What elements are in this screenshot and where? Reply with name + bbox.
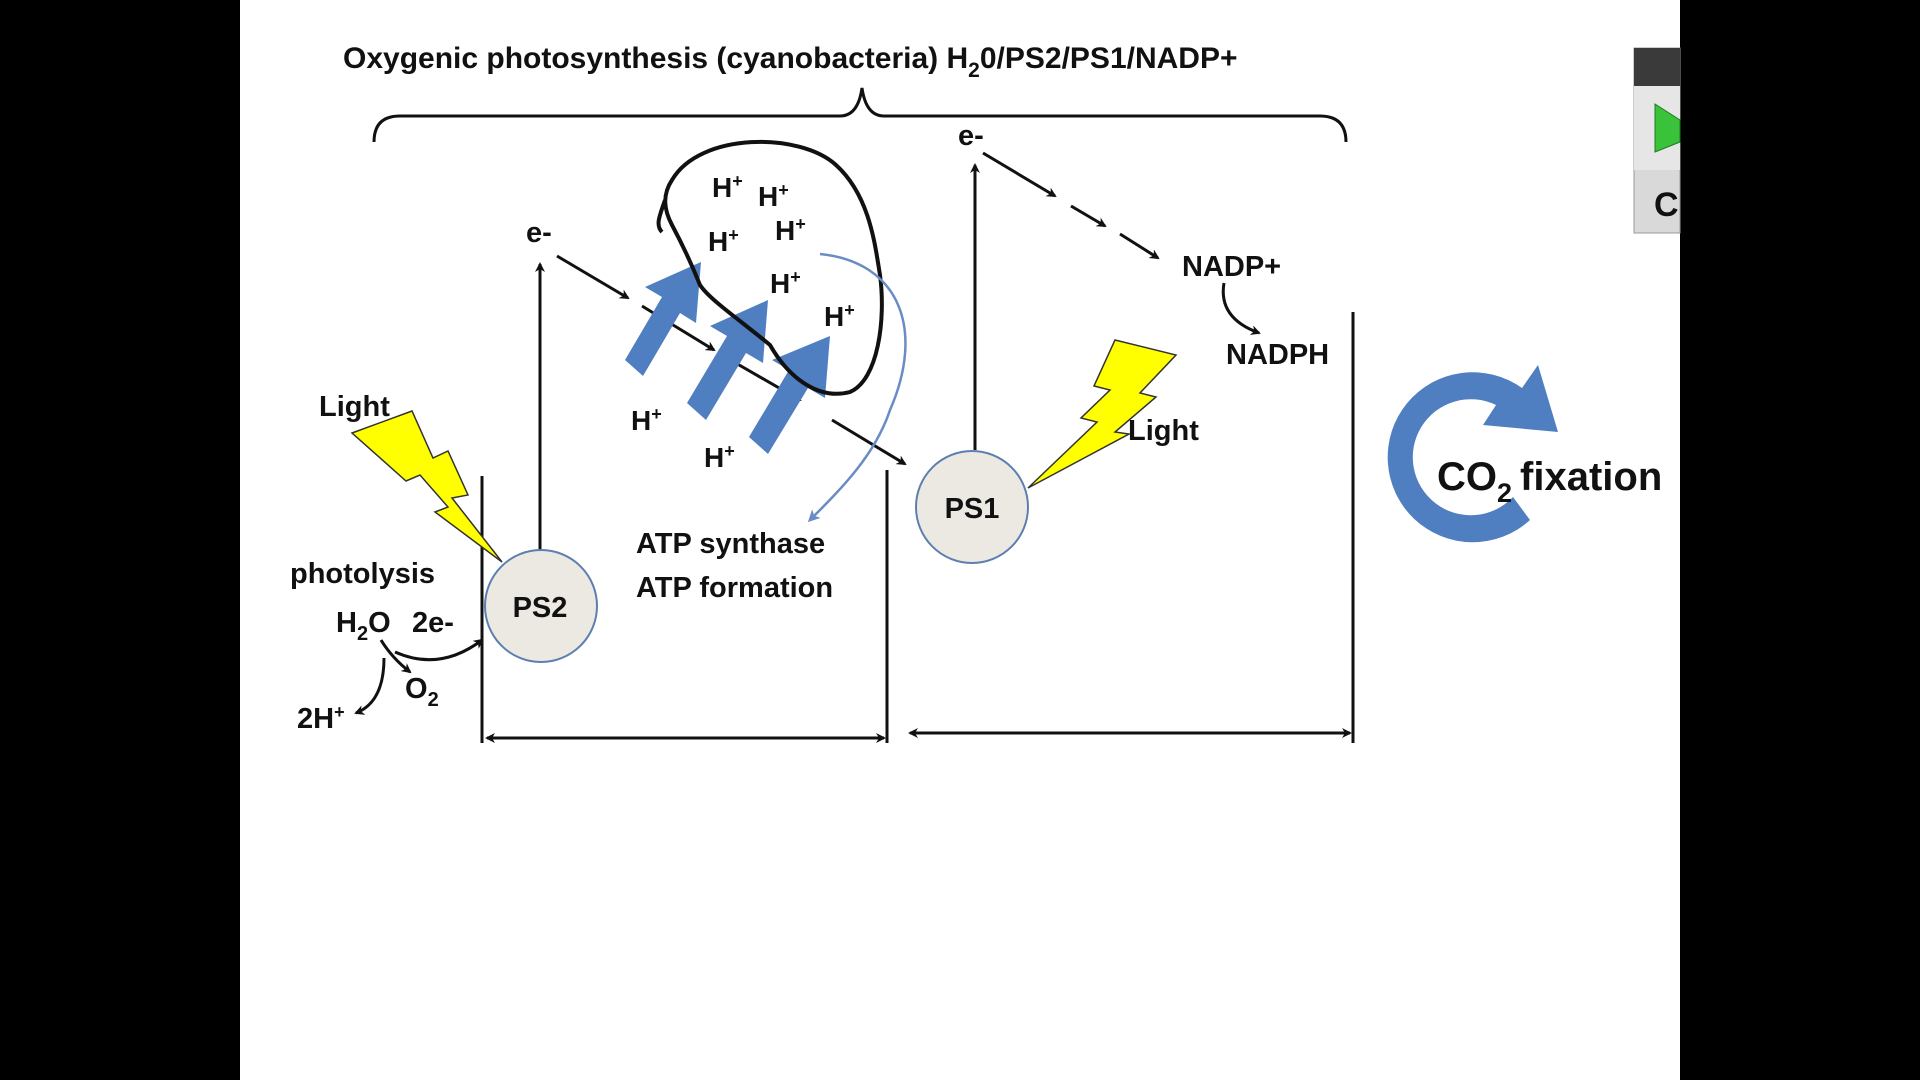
nadph-label: NADPH — [1226, 339, 1329, 371]
curly-brace — [372, 87, 1348, 143]
proton-labels: H+ H+ H+ H+ H+ H+ H+ H+ — [631, 171, 855, 473]
proton-label: H+ — [712, 171, 743, 203]
proton-label: H+ — [775, 214, 806, 246]
water-label: H2O — [336, 607, 391, 645]
nadp-plus-label: NADP+ — [1182, 251, 1281, 283]
atp-synthase-flow — [807, 252, 907, 523]
photolysis-label: photolysis — [290, 558, 435, 590]
ps1-circle — [915, 450, 1029, 564]
light-label-right: Light — [1128, 415, 1199, 447]
ps2-label: PS2 — [513, 592, 568, 624]
electron-label-ps1: e- — [958, 120, 984, 152]
light-label-left: Light — [319, 391, 390, 423]
two-electrons-label: 2e- — [412, 607, 454, 639]
atp-synthase-label: ATP synthase — [636, 528, 825, 560]
lightning-bolt-left — [350, 410, 503, 563]
photolysis-arrow-2h — [354, 657, 386, 715]
photolysis-arrow-electrons — [394, 638, 484, 662]
proton-label: H+ — [704, 441, 735, 473]
co2-cycle-arrow — [1387, 365, 1558, 543]
ps1-to-nadp-arrows — [982, 151, 1160, 260]
proton-label: H+ — [770, 267, 801, 299]
widget-partial-glyph: C — [1654, 186, 1679, 224]
proton-label: H+ — [758, 180, 789, 212]
proton-label: H+ — [708, 225, 739, 257]
thylakoid-lumen-outline — [656, 139, 884, 396]
play-icon[interactable] — [1654, 103, 1681, 153]
proton-pump-arrows — [625, 262, 830, 454]
two-protons-label: 2H+ — [297, 702, 345, 735]
atp-formation-label: ATP formation — [636, 572, 833, 604]
proton-label: H+ — [631, 404, 662, 436]
oxygen-label: O2 — [405, 673, 439, 711]
ps2-circle — [484, 549, 598, 663]
diagram-title: Oxygenic photosynthesis (cyanobacteria) … — [343, 42, 1237, 82]
nadp-reduction-arrow — [1221, 282, 1261, 335]
media-player-widget[interactable]: C — [1633, 47, 1681, 234]
lightning-bolt-right — [1027, 339, 1178, 489]
photolysis-arrow-o2 — [379, 639, 412, 674]
electron-label-ps2: e- — [526, 217, 552, 249]
ps1-label: PS1 — [945, 493, 1000, 525]
proton-label: H+ — [824, 300, 855, 332]
